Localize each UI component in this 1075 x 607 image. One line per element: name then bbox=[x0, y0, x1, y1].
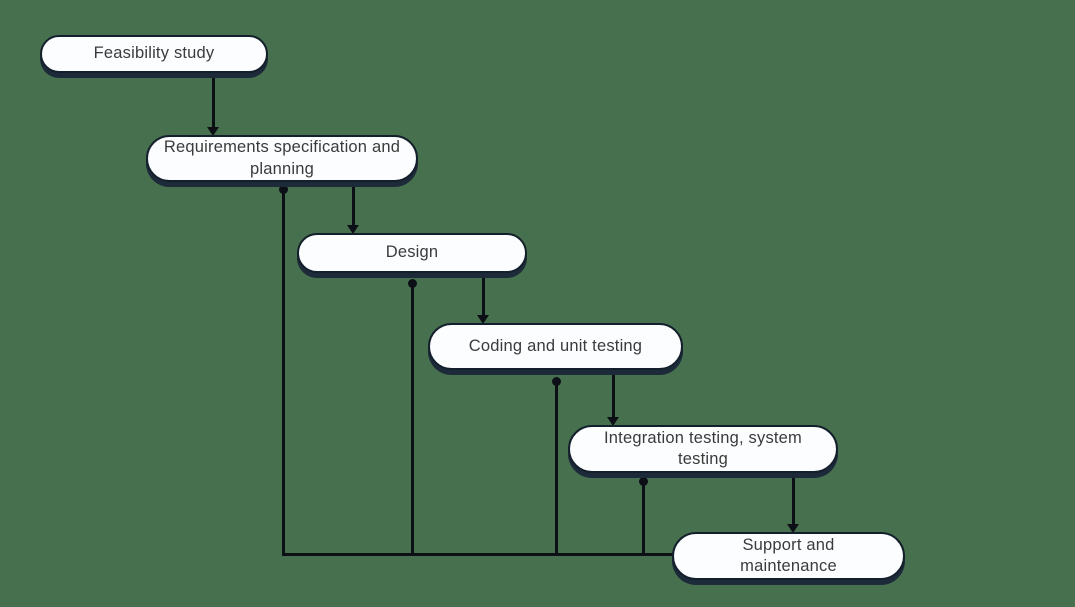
node-design[interactable]: Design bbox=[297, 233, 527, 273]
edge-integration-to-support bbox=[791, 473, 795, 526]
edge-coding-to-integration bbox=[611, 370, 615, 419]
arrowhead-down bbox=[207, 127, 219, 136]
edge-feasibility-to-requirements bbox=[211, 73, 215, 129]
node-label: Design bbox=[385, 243, 439, 262]
feedback-support-to-coding bbox=[554, 381, 558, 555]
arrowhead-down bbox=[787, 524, 799, 533]
feedback-arrow-dot bbox=[551, 377, 561, 386]
node-support-maintenance[interactable]: Support and maintenance bbox=[672, 532, 905, 580]
node-label: Requirements specification and planning bbox=[163, 138, 401, 178]
feedback-arrow-dot bbox=[407, 279, 417, 288]
feedback-bus-line bbox=[281, 553, 674, 556]
node-label: Coding and unit testing bbox=[468, 336, 643, 355]
node-label: Feasibility study bbox=[93, 44, 215, 63]
arrowhead-down bbox=[347, 225, 359, 234]
node-coding-unit-testing[interactable]: Coding and unit testing bbox=[428, 323, 683, 370]
node-label: Support and maintenance bbox=[740, 535, 837, 575]
node-integration-system-testing[interactable]: Integration testing, system testing bbox=[568, 425, 838, 473]
feedback-arrow-dot bbox=[638, 477, 648, 486]
feedback-support-to-requirements bbox=[281, 189, 285, 555]
arrowhead-down bbox=[477, 315, 489, 324]
node-requirements-specification[interactable]: Requirements specification and planning bbox=[146, 135, 418, 182]
feedback-support-to-design bbox=[410, 283, 414, 555]
edge-design-to-coding bbox=[481, 273, 485, 317]
edge-requirements-to-design bbox=[351, 182, 355, 227]
node-label: Integration testing, system testing bbox=[604, 428, 802, 468]
arrowhead-down bbox=[607, 417, 619, 426]
feedback-arrow-dot bbox=[278, 185, 288, 194]
node-feasibility-study[interactable]: Feasibility study bbox=[40, 35, 268, 73]
feedback-support-to-integration bbox=[641, 481, 645, 555]
